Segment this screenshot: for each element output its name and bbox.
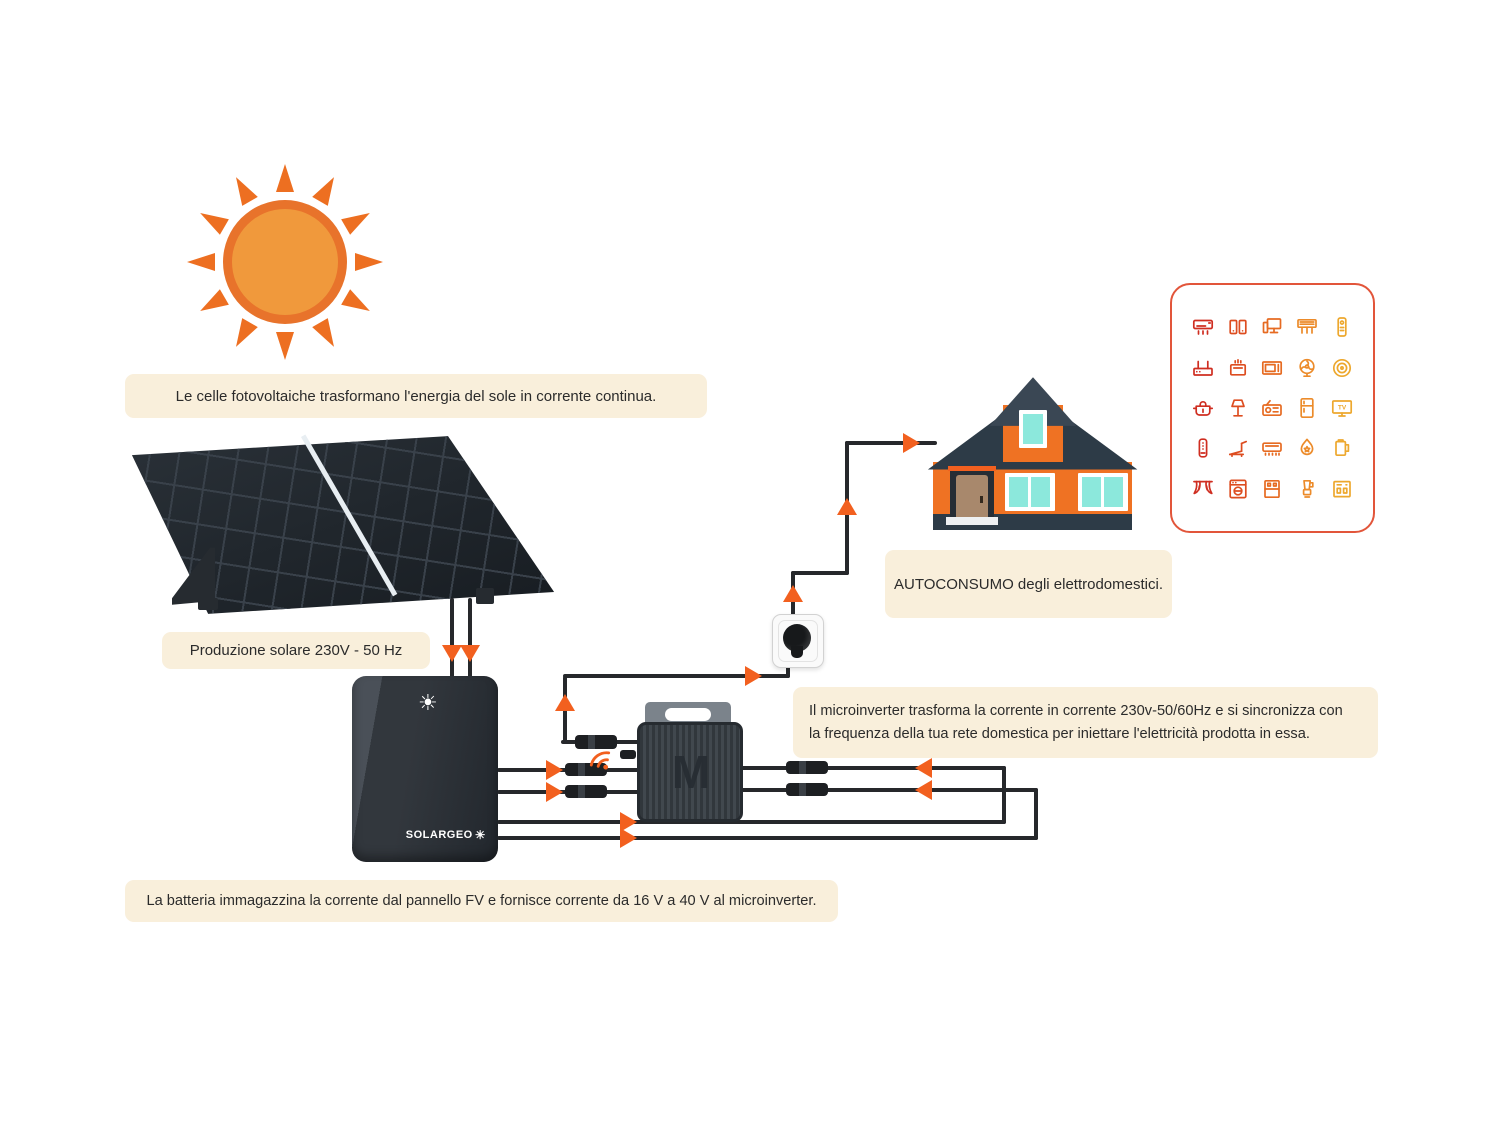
flow-arrow: [546, 782, 563, 802]
note-battery-text: La batteria immagazzina la corrente dal …: [146, 893, 817, 909]
wire-segment: [497, 790, 569, 794]
microinverter: M: [637, 722, 743, 822]
microwave-icon: [1260, 356, 1284, 380]
flow-arrow: [620, 828, 637, 848]
wire-segment: [740, 788, 788, 792]
wire-segment: [615, 740, 639, 744]
washing-machine-icon: [1226, 477, 1250, 501]
note-microinverter-line1: Il microinverter trasforma la corrente i…: [809, 702, 1343, 719]
house-door-knob: [980, 496, 983, 503]
wire-segment: [826, 788, 1038, 792]
house-door-lintel: [948, 466, 996, 471]
note-solar-production-text: Produzione solare 230V - 50 Hz: [189, 642, 403, 659]
oven-icon: [1330, 477, 1354, 501]
robot-vacuum-icon: [1330, 356, 1354, 380]
ac-outdoor-unit-icon: [1295, 315, 1319, 339]
power-bank-icon: [1191, 436, 1215, 460]
wire-segment: [1002, 766, 1006, 824]
wire-segment: [561, 740, 577, 744]
house-door: [956, 475, 988, 518]
note-pv-cells: Le celle fotovoltaiche trasformano l'ene…: [125, 374, 707, 418]
wire-segment: [563, 674, 790, 678]
curtains-icon: [1191, 477, 1215, 501]
note-autoconsumo-text: AUTOCONSUMO degli elettrodomestici.: [894, 575, 1163, 593]
wire-segment: [740, 766, 788, 770]
flow-arrow: [442, 645, 462, 662]
flow-arrow: [620, 812, 637, 832]
wire-segment: [605, 790, 640, 794]
cable-connector: [786, 761, 828, 774]
wire-segment: [497, 820, 1006, 824]
pressure-cooker-icon: [1191, 396, 1215, 420]
solar-panel-foot: [476, 588, 494, 604]
refrigerator-icon: [1295, 396, 1319, 420]
svg-text:TV: TV: [1338, 404, 1347, 411]
wifi-router-icon: [1191, 356, 1215, 380]
solar-panel-foot: [198, 598, 218, 610]
cable-connector: [565, 763, 607, 776]
flow-arrow: [745, 666, 762, 686]
note-autoconsumo: AUTOCONSUMO degli elettrodomestici.: [885, 550, 1172, 618]
flow-arrow: [915, 758, 932, 778]
smartphones-icon: [1226, 315, 1250, 339]
battery-sun-logo-icon: ☀: [418, 690, 438, 715]
battery-brand-label: SOLARGEO: [405, 829, 473, 841]
note-battery: La batteria immagazzina la corrente dal …: [125, 880, 838, 922]
appliance-grid: TV: [1170, 283, 1375, 533]
remote-control-icon: [1330, 315, 1354, 339]
flow-arrow: [783, 585, 803, 602]
television-icon: TV: [1330, 396, 1354, 420]
microinverter-antenna-port: [620, 750, 636, 759]
wire-segment: [791, 571, 849, 575]
battery-unit: ☀ SOLARGEO ☀: [352, 676, 498, 862]
note-pv-cells-text: Le celle fotovoltaiche trasformano l'ene…: [175, 387, 657, 405]
cable-connector: [575, 735, 617, 749]
house-window-right-pane: [1082, 477, 1101, 507]
wire-segment: [450, 598, 454, 678]
flow-arrow: [903, 433, 920, 453]
flow-arrow: [460, 645, 480, 662]
heater-icon: [1260, 436, 1284, 460]
desktop-computer-icon: [1260, 315, 1284, 339]
humidifier-icon: [1295, 436, 1319, 460]
dishwasher-icon: [1260, 477, 1284, 501]
house-window-right-pane: [1104, 477, 1123, 507]
toaster-icon: [1226, 356, 1250, 380]
air-conditioner-icon: [1191, 315, 1215, 339]
kettle-icon: [1330, 436, 1354, 460]
flow-arrow: [915, 780, 932, 800]
note-microinverter: Il microinverter trasforma la corrente i…: [793, 687, 1378, 758]
wire-segment: [1034, 788, 1038, 840]
wire-segment: [497, 768, 569, 772]
wire-segment: [497, 836, 1038, 840]
flow-arrow: [555, 694, 575, 711]
wire-segment: [468, 598, 472, 678]
blender-icon: [1295, 477, 1319, 501]
treadmill-icon: [1226, 436, 1250, 460]
sun-icon: [187, 164, 383, 360]
flow-arrow: [837, 498, 857, 515]
wire-segment: [605, 768, 640, 772]
microinverter-logo: M: [671, 746, 710, 798]
desk-lamp-icon: [1226, 396, 1250, 420]
power-plug-cable: [791, 646, 803, 658]
flow-arrow: [546, 760, 563, 780]
house-window-left-pane: [1031, 477, 1050, 507]
cable-connector: [565, 785, 607, 798]
dormer-window-pane: [1023, 414, 1043, 444]
note-solar-production: Produzione solare 230V - 50 Hz: [162, 632, 430, 669]
brand-sun-icon: ☀: [474, 828, 486, 842]
cable-connector: [786, 783, 828, 796]
house-window-left-pane: [1009, 477, 1028, 507]
radio-icon: [1260, 396, 1284, 420]
note-microinverter-line2: la frequenza della tua rete domestica pe…: [809, 725, 1310, 742]
wire-segment: [845, 441, 937, 445]
house-door-step: [946, 517, 998, 525]
table-fan-icon: [1295, 356, 1319, 380]
wifi-icon: [589, 751, 611, 770]
